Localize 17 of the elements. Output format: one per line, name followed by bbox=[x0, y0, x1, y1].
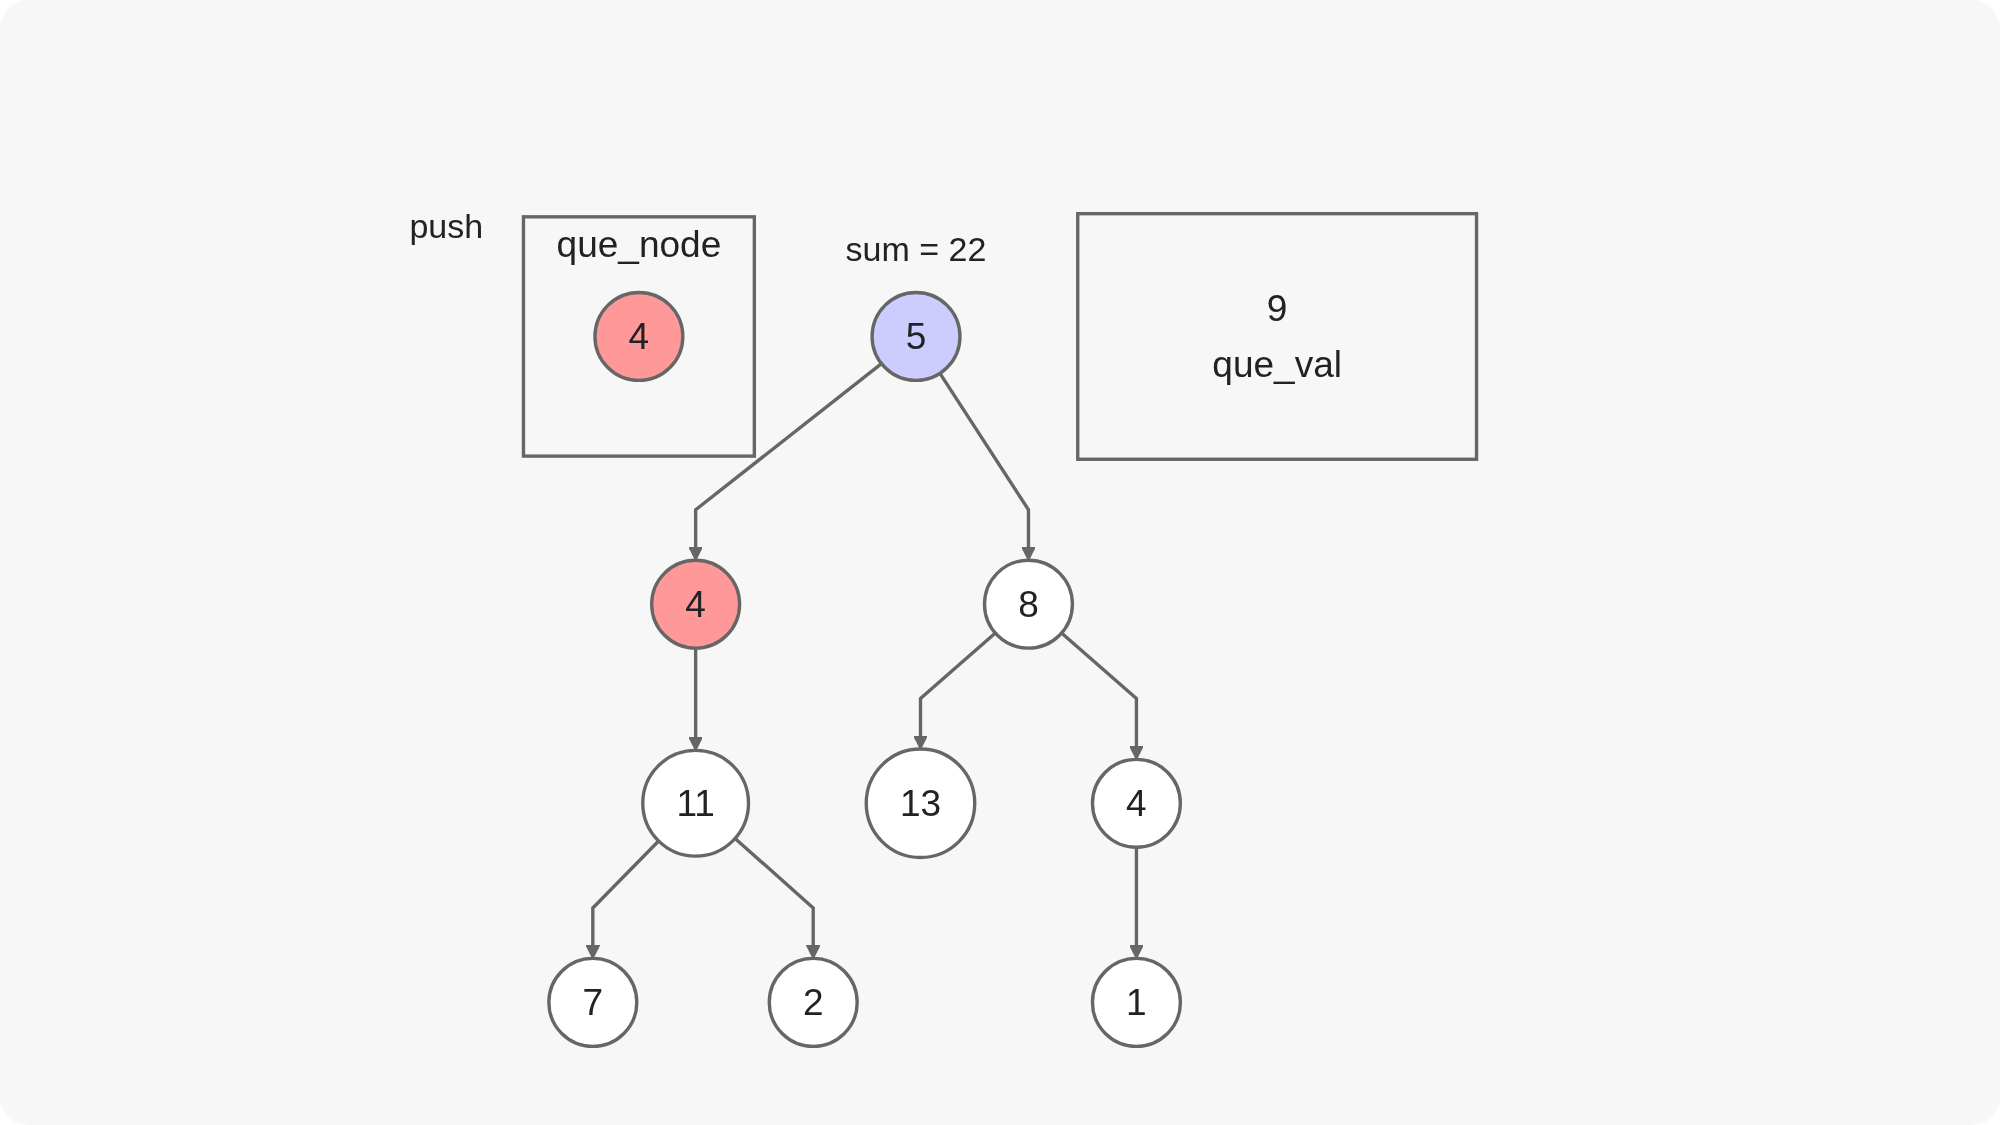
node-circle: 7 bbox=[547, 956, 639, 1048]
node-circle: 13 bbox=[864, 747, 977, 860]
operation-label: push bbox=[409, 206, 484, 246]
node-circle: 4 bbox=[1090, 757, 1183, 849]
node-box: 9 que_val bbox=[1076, 212, 1479, 461]
node-circle: 4 bbox=[650, 558, 742, 650]
node-circle: 2 bbox=[767, 956, 859, 1048]
node-circle: 1 bbox=[1090, 956, 1183, 1048]
node-circle: 11 bbox=[641, 748, 751, 858]
arrow bbox=[913, 631, 997, 750]
node-circle: 5 bbox=[870, 290, 962, 383]
arrow bbox=[938, 372, 1036, 561]
node-circle: 8 bbox=[982, 558, 1075, 650]
arrow bbox=[688, 362, 883, 561]
arrow bbox=[1060, 631, 1144, 760]
node-circle: 4 bbox=[593, 290, 685, 383]
annotation-text: sum = 22 bbox=[845, 229, 987, 269]
